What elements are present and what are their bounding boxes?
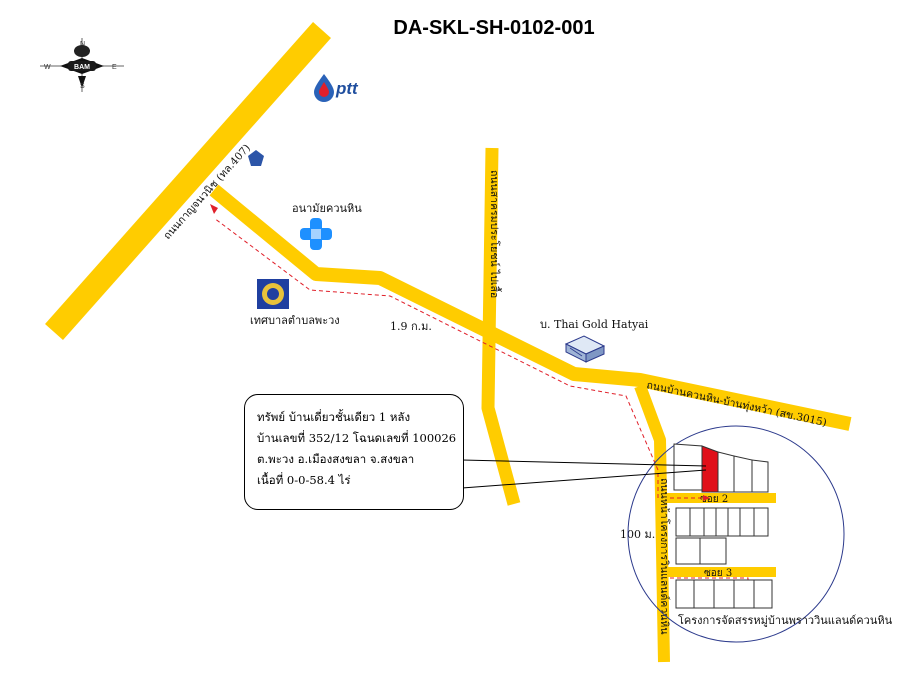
house-lot (739, 507, 755, 537)
distance-main-label: 1.9 ก.ม. (390, 320, 432, 333)
municipality-label: เทศบาลตำบลพะวง (250, 314, 340, 327)
house-lot (753, 579, 773, 609)
thai-gold-label: บ. Thai Gold Hatyai (540, 318, 649, 331)
road-middle-label: ถนนสาครมประโยชน์ ไปเสื้อ (488, 170, 502, 298)
route-arrow-soi-2-icon (703, 495, 710, 501)
map-title: DA-SKL-SH-0102-001 (393, 17, 594, 39)
callout-pointer (461, 469, 707, 489)
callout-line-1: ทรัพย์ บ้านเดี่ยวชั้นเดียว 1 หลัง (257, 410, 411, 424)
house-lot (703, 507, 717, 537)
house-lot (717, 451, 735, 493)
house-lot (675, 579, 695, 609)
route-path (213, 217, 659, 498)
compass-n: N (80, 41, 85, 48)
distance-soi-label: 100 ม. (620, 528, 655, 541)
house-lot (715, 507, 729, 537)
health-center-label: อนามัยควนหิน (292, 202, 362, 215)
compass-w: W (44, 64, 51, 71)
road-3015-label: ถนนบ้านควนหิน-บ้านทุ่งหว้า (สข.3015) (645, 379, 827, 429)
callout-pointer (461, 459, 707, 467)
house-lot (751, 459, 769, 493)
house-lot (733, 579, 755, 609)
soi-3-label: ซอย 3 (704, 568, 732, 579)
house-lot (727, 507, 741, 537)
house-lot (689, 507, 705, 537)
ptt-logo-text: ptt (335, 79, 359, 98)
house-lot (675, 507, 691, 537)
house-lot (675, 537, 701, 565)
callout-line-2: บ้านเลขที่ 352/12 โฉนดเลขที่ 100026 (257, 431, 457, 445)
compass-s: S (80, 83, 85, 90)
property-callout: ทรัพย์ บ้านเดี่ยวชั้นเดียว 1 หลัง บ้านเล… (244, 394, 464, 510)
compass-brand: BAM (74, 64, 90, 71)
project-label: โครงการจัดสรรหมู่บ้านพราววินแลนด์ควนหิน (678, 613, 893, 627)
house-lot (693, 579, 715, 609)
municipality-seal-icon (257, 279, 289, 309)
compass-icon: BAM N S W E (40, 38, 124, 92)
house-lot (733, 455, 753, 493)
project-area-circle (627, 425, 845, 643)
pentagon-marker-icon (248, 150, 264, 166)
house-lot (753, 507, 769, 537)
property-lot (701, 445, 719, 493)
health-center-icon (300, 218, 332, 250)
callout-line-3: ต.พะวง อ.เมืองสงขลา จ.สงขลา (257, 452, 415, 466)
house-lot (673, 443, 703, 491)
soi-2-label: ซอย 2 (700, 494, 728, 505)
house-lot (699, 537, 727, 565)
road-project-label: ถนนหน้าโครงการวินแลนด์ควนหิน (658, 478, 671, 635)
highway-407 (45, 22, 331, 340)
house-lot (713, 579, 735, 609)
compass-e: E (112, 64, 117, 71)
route-arrow-icon (210, 204, 218, 214)
road-middle (481, 147, 521, 506)
building-icon (564, 335, 606, 363)
road-3015 (209, 184, 852, 431)
route-soi-3 (670, 577, 749, 586)
ptt-logo: ptt (314, 74, 359, 102)
callout-line-4: เนื้อที่ 0-0-58.4 ไร่ (257, 473, 351, 487)
road-project (634, 383, 670, 663)
